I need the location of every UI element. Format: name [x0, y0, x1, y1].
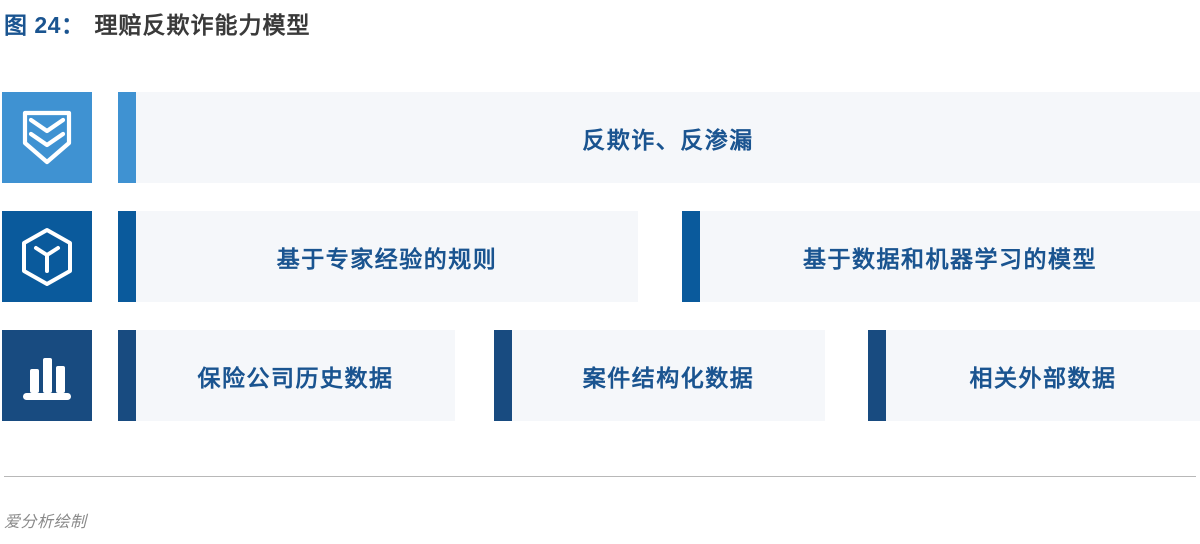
bar-chart-icon — [2, 330, 92, 421]
figure-title-text: 理赔反欺诈能力模型 — [94, 12, 311, 38]
segment-label: 基于专家经验的规则 — [276, 245, 498, 272]
row-segments: 基于专家经验的规则 基于数据和机器学习的模型 — [118, 211, 1200, 302]
shield-chevrons-icon — [2, 92, 92, 183]
capability-model-diagram: 反欺诈、反渗漏 基于专家经验的规则 基于数据和机器学习的模型 保险公司历史数据 案件… — [0, 88, 1200, 440]
segment-accent-bar — [494, 330, 512, 421]
segment-label: 基于数据和机器学习的模型 — [803, 245, 1097, 272]
diagram-segment: 相关外部数据 — [868, 330, 1200, 421]
diagram-segment: 基于数据和机器学习的模型 — [682, 211, 1200, 302]
segment-panel: 反欺诈、反渗漏 — [136, 92, 1200, 183]
row-segments: 保险公司历史数据 案件结构化数据 相关外部数据 — [118, 330, 1200, 421]
segment-label: 反欺诈、反渗漏 — [582, 126, 754, 153]
segment-accent-bar — [682, 211, 700, 302]
footer-divider — [4, 476, 1196, 477]
segment-label: 相关外部数据 — [969, 364, 1117, 391]
figure-number: 图 24： — [4, 12, 85, 38]
segment-panel: 基于数据和机器学习的模型 — [700, 211, 1200, 302]
hexagon-cube-icon — [2, 211, 92, 302]
segment-panel: 保险公司历史数据 — [136, 330, 455, 421]
diagram-segment: 案件结构化数据 — [494, 330, 825, 421]
diagram-segment: 保险公司历史数据 — [118, 330, 455, 421]
segment-panel: 相关外部数据 — [886, 330, 1200, 421]
segment-label: 案件结构化数据 — [582, 364, 755, 391]
source-note: 爱分析绘制 — [4, 514, 87, 531]
page-title: 图 24： 理赔反欺诈能力模型 — [4, 6, 310, 40]
segment-panel: 基于专家经验的规则 — [136, 211, 638, 302]
diagram-segment: 基于专家经验的规则 — [118, 211, 638, 302]
segment-panel: 案件结构化数据 — [512, 330, 825, 421]
diagram-row-methods: 基于专家经验的规则 基于数据和机器学习的模型 — [0, 211, 1200, 302]
diagram-row-anti-fraud: 反欺诈、反渗漏 — [0, 92, 1200, 183]
segment-accent-bar — [118, 92, 136, 183]
segment-label: 保险公司历史数据 — [197, 364, 394, 391]
diagram-segment: 反欺诈、反渗漏 — [118, 92, 1200, 183]
diagram-row-data-sources: 保险公司历史数据 案件结构化数据 相关外部数据 — [0, 330, 1200, 421]
segment-accent-bar — [868, 330, 886, 421]
segment-accent-bar — [118, 211, 136, 302]
segment-accent-bar — [118, 330, 136, 421]
row-segments: 反欺诈、反渗漏 — [118, 92, 1200, 183]
